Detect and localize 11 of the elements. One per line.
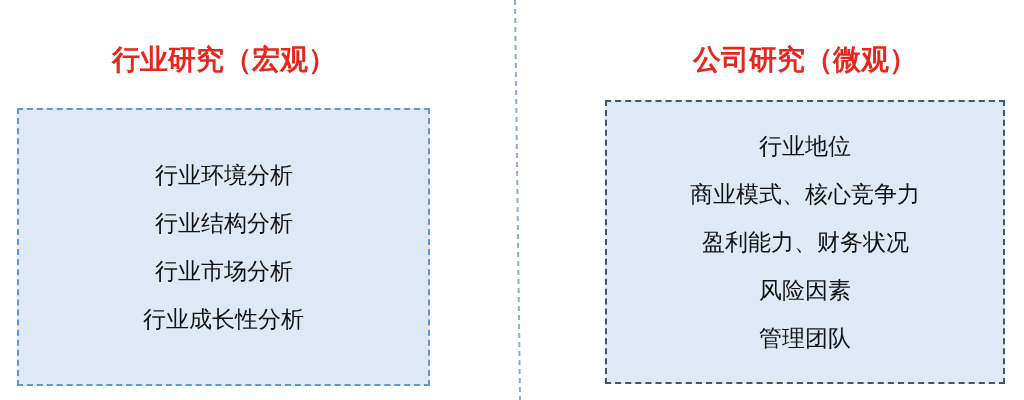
list-item-text: 行业成长性分析 bbox=[143, 305, 304, 334]
list-item-text: 商业模式、核心竞争力 bbox=[690, 180, 920, 209]
list-item-text: 行业市场分析 bbox=[154, 257, 293, 286]
section-title: 行业研究（宏观） bbox=[111, 42, 336, 78]
section-title: 公司研究（微观） bbox=[693, 42, 917, 78]
list-item-text: 行业结构分析 bbox=[154, 209, 293, 238]
list-item-text: 风险因素 bbox=[759, 276, 851, 305]
list-item-text: 行业环境分析 bbox=[154, 161, 293, 190]
list-item-text: 管理团队 bbox=[759, 324, 851, 353]
list-item-text: 盈利能力、财务状况 bbox=[701, 228, 909, 257]
list-item-text: 行业地位 bbox=[759, 132, 851, 161]
